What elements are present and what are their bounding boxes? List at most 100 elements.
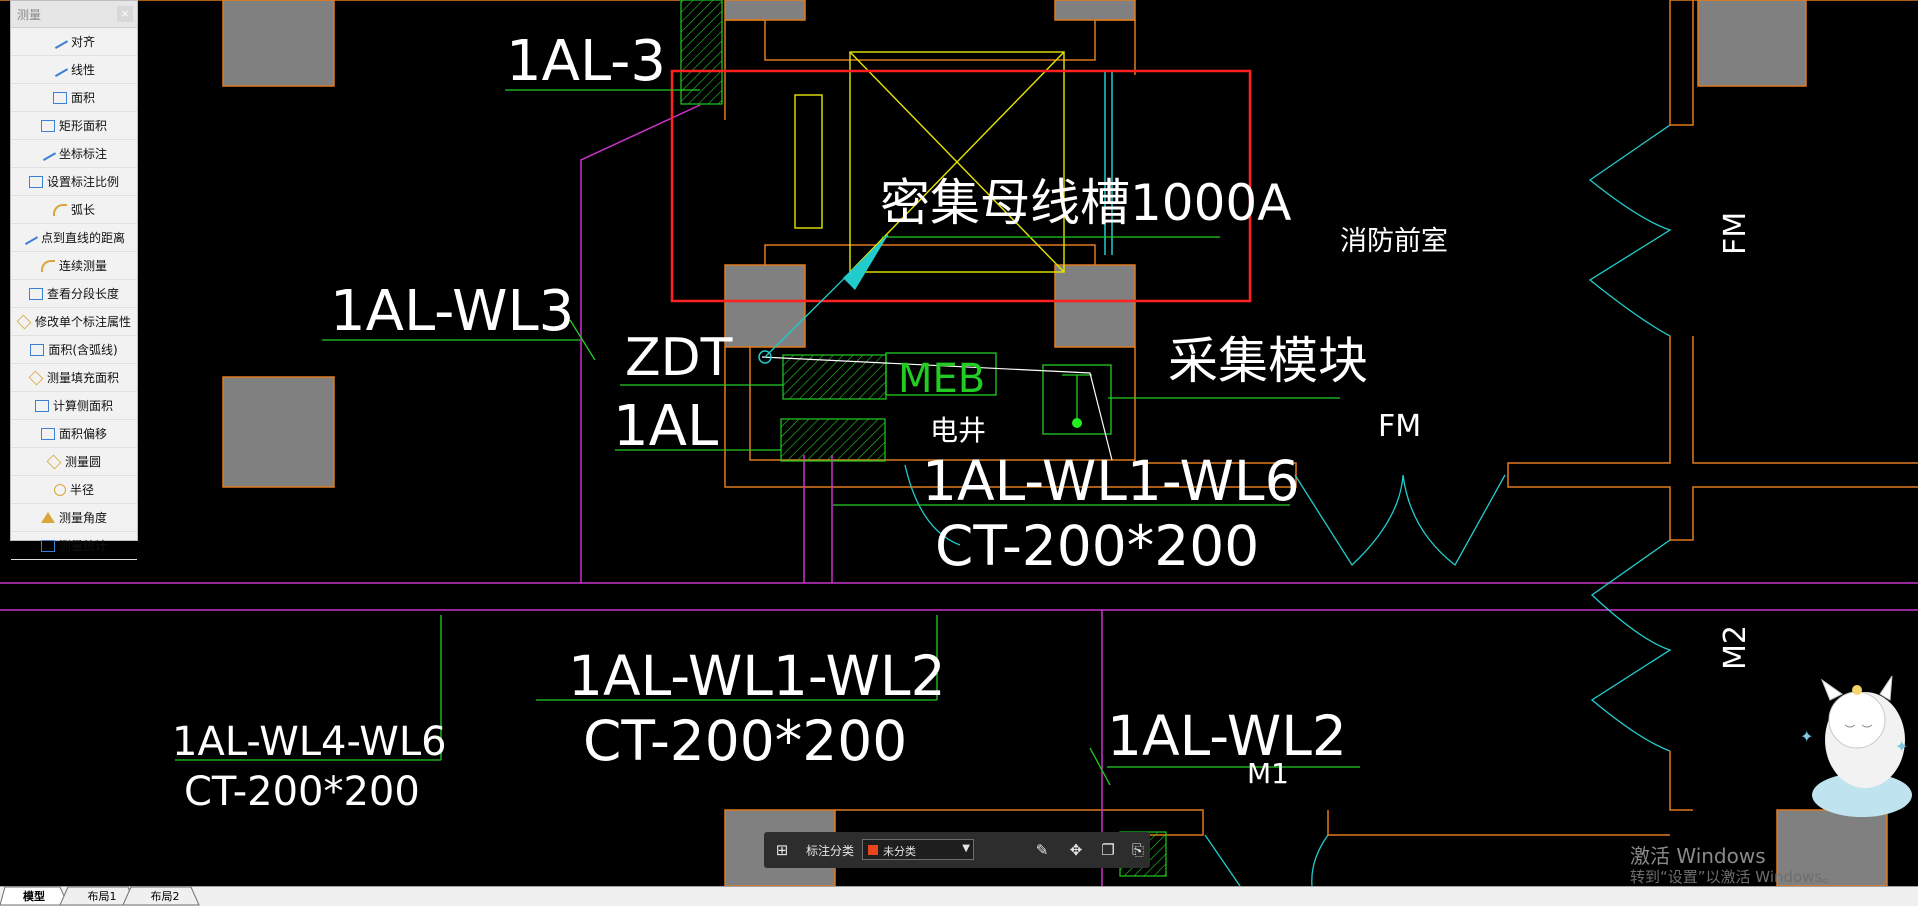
tab-shapes bbox=[0, 886, 200, 906]
measure-item-label: 线性 bbox=[70, 63, 95, 77]
collector-point bbox=[1072, 418, 1082, 428]
measure-item-3[interactable]: 矩形面积 bbox=[11, 112, 137, 140]
measure-item-16[interactable]: 半径 bbox=[11, 476, 137, 504]
measure-item-label: 对齐 bbox=[70, 35, 95, 49]
label-shaft: 电井 bbox=[930, 414, 986, 447]
dimension-arrow bbox=[758, 234, 889, 364]
measure-item-label: 测量统计 bbox=[58, 539, 107, 553]
label-1al: 1AL bbox=[613, 394, 718, 459]
label-fm-right: FM bbox=[1718, 212, 1753, 255]
tab-layout2[interactable]: 布局2 bbox=[150, 890, 180, 903]
column bbox=[724, 0, 806, 21]
category-select[interactable]: 未分类 ▼ bbox=[862, 839, 974, 860]
measure-item-label: 坐标标注 bbox=[58, 147, 107, 161]
copy-icon[interactable]: ❐ bbox=[1101, 841, 1115, 859]
column bbox=[724, 264, 806, 348]
label-fm-mid: FM bbox=[1378, 409, 1421, 444]
radius-icon bbox=[53, 483, 66, 496]
svg-text:✦: ✦ bbox=[1895, 737, 1908, 756]
measure-item-label: 修改单个标注属性 bbox=[34, 315, 131, 329]
measure-item-label: 计算侧面积 bbox=[52, 399, 113, 413]
segment-length-icon bbox=[28, 287, 43, 300]
measure-item-5[interactable]: 设置标注比例 bbox=[11, 168, 137, 196]
measure-item-7[interactable]: 点到直线的距离 bbox=[11, 224, 137, 252]
arc-area-icon bbox=[30, 343, 45, 356]
annotation-toolbar: ⊞ 标注分类 未分类 ▼ ✎ ✥ ❐ ⎘ bbox=[764, 832, 1150, 868]
busway-edge bbox=[1104, 70, 1113, 255]
measure-item-label: 连续测量 bbox=[58, 259, 107, 273]
edit-dimension-icon bbox=[16, 314, 32, 329]
statistics-icon bbox=[40, 539, 55, 552]
column bbox=[1054, 264, 1136, 348]
measure-panel: 测量 × 对齐线性面积矩形面积坐标标注设置标注比例弧长点到直线的距离连续测量查看… bbox=[10, 0, 138, 560]
hatch-riser bbox=[680, 0, 723, 105]
cable-tray-group bbox=[0, 104, 1918, 886]
hatch-meb-box bbox=[782, 354, 887, 400]
label-m2: M2 bbox=[1718, 625, 1753, 670]
svg-text:✦: ✦ bbox=[1800, 727, 1813, 746]
column bbox=[222, 376, 335, 488]
measure-item-9[interactable]: 查看分段长度 bbox=[11, 280, 137, 308]
activation-watermark-subtitle: 转到“设置”以激活 Windows。 bbox=[1630, 868, 1838, 886]
aligned-dimension-icon bbox=[51, 34, 69, 49]
measure-item-4[interactable]: 坐标标注 bbox=[11, 140, 137, 168]
label-meb: MEB bbox=[898, 356, 985, 402]
measure-item-1[interactable]: 线性 bbox=[11, 56, 137, 84]
cad-drawing[interactable]: 1AL-3 1AL-WL3 密集母线槽1000A 消防前室 FM ZDT MEB… bbox=[0, 0, 1918, 886]
edit-icon[interactable]: ✎ bbox=[1035, 841, 1049, 859]
column-group bbox=[222, 0, 1888, 886]
paste-icon[interactable]: ⎘ bbox=[1131, 841, 1144, 859]
label-wl1-wl2: 1AL-WL1-WL2 bbox=[568, 644, 946, 708]
label-ct-mid: CT-200*200 bbox=[935, 514, 1259, 578]
measure-item-17[interactable]: 测量角度 bbox=[11, 504, 137, 532]
measure-item-11[interactable]: 面积(含弧线) bbox=[11, 336, 137, 364]
measure-item-2[interactable]: 面积 bbox=[11, 84, 137, 112]
arc-length-icon bbox=[52, 203, 67, 216]
label-ct-center: CT-200*200 bbox=[583, 709, 907, 773]
angle-icon bbox=[40, 512, 55, 523]
circle-measure-icon bbox=[46, 454, 62, 469]
measure-item-10[interactable]: 修改单个标注属性 bbox=[11, 308, 137, 336]
label-wl1-wl6: 1AL-WL1-WL6 bbox=[922, 449, 1300, 513]
column bbox=[1776, 809, 1888, 886]
move-icon[interactable]: ✥ bbox=[1069, 841, 1083, 859]
rect-area-icon bbox=[40, 119, 55, 132]
measure-item-18[interactable]: 测量统计 bbox=[11, 532, 137, 560]
panel-header[interactable]: 测量 × bbox=[11, 1, 137, 28]
selection-highlight bbox=[670, 69, 1252, 303]
point-line-distance-icon bbox=[21, 230, 39, 245]
drawing-canvas[interactable]: 1AL-3 1AL-WL3 密集母线槽1000A 消防前室 FM ZDT MEB… bbox=[0, 0, 1918, 886]
panel-title: 测量 bbox=[17, 8, 42, 22]
grid-icon[interactable]: ⊞ bbox=[775, 841, 789, 859]
measure-item-8[interactable]: 连续测量 bbox=[11, 252, 137, 280]
measure-item-label: 测量角度 bbox=[58, 511, 107, 525]
coordinate-icon bbox=[39, 146, 57, 161]
measure-item-12[interactable]: 测量填充面积 bbox=[11, 364, 137, 392]
label-group: 1AL-3 1AL-WL3 密集母线槽1000A 消防前室 FM ZDT MEB… bbox=[172, 29, 1753, 815]
measure-list: 对齐线性面积矩形面积坐标标注设置标注比例弧长点到直线的距离连续测量查看分段长度修… bbox=[11, 28, 137, 560]
measure-item-label: 面积 bbox=[70, 91, 95, 105]
label-collector: 采集模块 bbox=[1168, 332, 1368, 390]
continuous-measure-icon bbox=[40, 259, 55, 272]
measure-item-label: 测量圆 bbox=[64, 455, 101, 469]
close-icon[interactable]: × bbox=[117, 6, 133, 22]
label-m1: M1 bbox=[1247, 757, 1289, 790]
category-color-swatch bbox=[868, 845, 878, 855]
tab-layout1[interactable]: 布局1 bbox=[87, 890, 117, 903]
activation-watermark-title: 激活 Windows bbox=[1630, 844, 1766, 868]
label-busway: 密集母线槽1000A bbox=[880, 174, 1291, 232]
measure-item-0[interactable]: 对齐 bbox=[11, 28, 137, 56]
measure-item-6[interactable]: 弧长 bbox=[11, 196, 137, 224]
measure-item-15[interactable]: 测量圆 bbox=[11, 448, 137, 476]
linear-dimension-icon bbox=[51, 62, 69, 77]
measure-item-14[interactable]: 面积偏移 bbox=[11, 420, 137, 448]
category-value: 未分类 bbox=[883, 845, 916, 858]
measure-item-13[interactable]: 计算侧面积 bbox=[11, 392, 137, 420]
tab-model[interactable]: 模型 bbox=[23, 890, 45, 903]
label-1al-3: 1AL-3 bbox=[506, 29, 666, 94]
leader-group bbox=[175, 89, 1360, 786]
busway-group bbox=[794, 51, 1065, 273]
label-ct-left: CT-200*200 bbox=[184, 769, 420, 815]
label-wl4-wl6: 1AL-WL4-WL6 bbox=[172, 719, 447, 765]
door-group bbox=[904, 124, 1672, 886]
